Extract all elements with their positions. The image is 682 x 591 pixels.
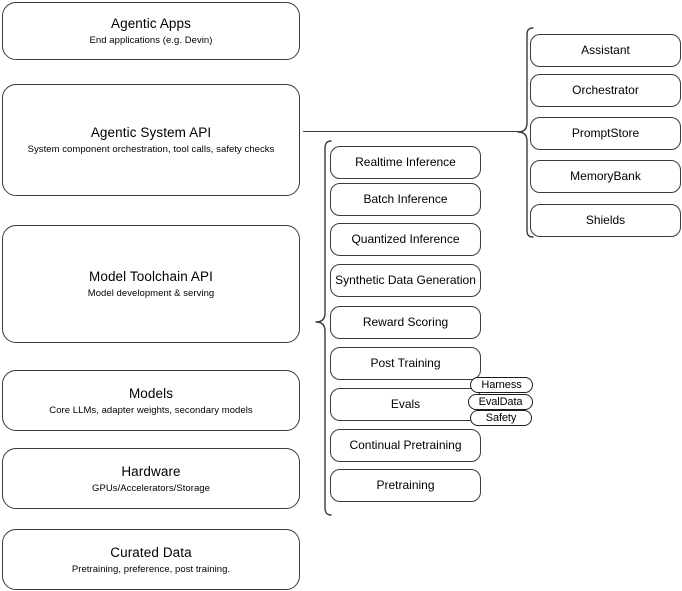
- connector-agentic-system-to-components: [303, 131, 521, 132]
- component-assistant[interactable]: Assistant: [530, 34, 681, 67]
- layer-agentic-system-api[interactable]: Agentic System API System component orch…: [2, 84, 300, 196]
- capability-label: Batch Inference: [363, 192, 448, 206]
- capability-continual-pretraining[interactable]: Continual Pretraining: [330, 429, 481, 462]
- layer-models[interactable]: Models Core LLMs, adapter weights, secon…: [2, 370, 300, 431]
- capability-reward-scoring[interactable]: Reward Scoring: [330, 306, 481, 339]
- layer-model-toolchain-api[interactable]: Model Toolchain API Model development & …: [2, 225, 300, 343]
- component-label: PromptStore: [571, 126, 640, 140]
- capability-evals[interactable]: Evals: [330, 388, 481, 421]
- component-label: Orchestrator: [572, 83, 639, 97]
- layer-title: Models: [128, 385, 174, 401]
- layer-subtitle: GPUs/Accelerators/Storage: [92, 482, 210, 494]
- capability-label: Synthetic Data Generation: [335, 273, 476, 287]
- component-shields[interactable]: Shields: [530, 204, 681, 237]
- component-label: Shields: [585, 213, 626, 227]
- component-orchestrator[interactable]: Orchestrator: [530, 74, 681, 107]
- capability-synthetic-data-generation[interactable]: Synthetic Data Generation: [330, 264, 481, 297]
- layer-title: Hardware: [121, 463, 181, 479]
- capability-quantized-inference[interactable]: Quantized Inference: [330, 223, 481, 256]
- capability-label: Evals: [390, 397, 421, 411]
- evals-tag-evaldata[interactable]: EvalData: [468, 394, 533, 410]
- capability-realtime-inference[interactable]: Realtime Inference: [330, 146, 481, 179]
- layer-subtitle: End applications (e.g. Devin): [89, 35, 213, 46]
- component-memorybank[interactable]: MemoryBank: [530, 160, 681, 193]
- layer-subtitle: Core LLMs, adapter weights, secondary mo…: [49, 404, 253, 416]
- layer-curated-data[interactable]: Curated Data Pretraining, preference, po…: [2, 529, 300, 590]
- capability-label: Continual Pretraining: [349, 438, 462, 452]
- evals-tag-label: Safety: [485, 411, 517, 424]
- brace-toolchain: [312, 140, 332, 516]
- capability-pretraining[interactable]: Pretraining: [330, 469, 481, 502]
- evals-tag-harness[interactable]: Harness: [470, 377, 533, 393]
- capability-label: Realtime Inference: [355, 155, 456, 169]
- component-promptstore[interactable]: PromptStore: [530, 117, 681, 150]
- capability-post-training[interactable]: Post Training: [330, 347, 481, 380]
- evals-tag-safety[interactable]: Safety: [470, 410, 532, 426]
- layer-subtitle: Model development & serving: [87, 288, 215, 299]
- layer-subtitle: Pretraining, preference, post training.: [71, 563, 231, 575]
- layer-title: Agentic System API: [90, 125, 212, 140]
- capability-label: Quantized Inference: [351, 232, 460, 246]
- layer-agentic-apps[interactable]: Agentic Apps End applications (e.g. Devi…: [2, 2, 300, 60]
- layer-title: Agentic Apps: [110, 16, 191, 31]
- capability-label: Post Training: [370, 356, 441, 370]
- layer-hardware[interactable]: Hardware GPUs/Accelerators/Storage: [2, 448, 300, 509]
- capability-label: Pretraining: [376, 478, 435, 492]
- capability-batch-inference[interactable]: Batch Inference: [330, 183, 481, 216]
- evals-tag-label: Harness: [481, 378, 522, 391]
- layer-subtitle: System component orchestration, tool cal…: [27, 144, 275, 155]
- capability-label: Reward Scoring: [362, 315, 449, 329]
- layer-title: Curated Data: [110, 544, 192, 560]
- layer-title: Model Toolchain API: [89, 269, 213, 284]
- component-label: MemoryBank: [570, 169, 641, 183]
- component-label: Assistant: [581, 43, 630, 57]
- evals-tag-label: EvalData: [478, 395, 523, 408]
